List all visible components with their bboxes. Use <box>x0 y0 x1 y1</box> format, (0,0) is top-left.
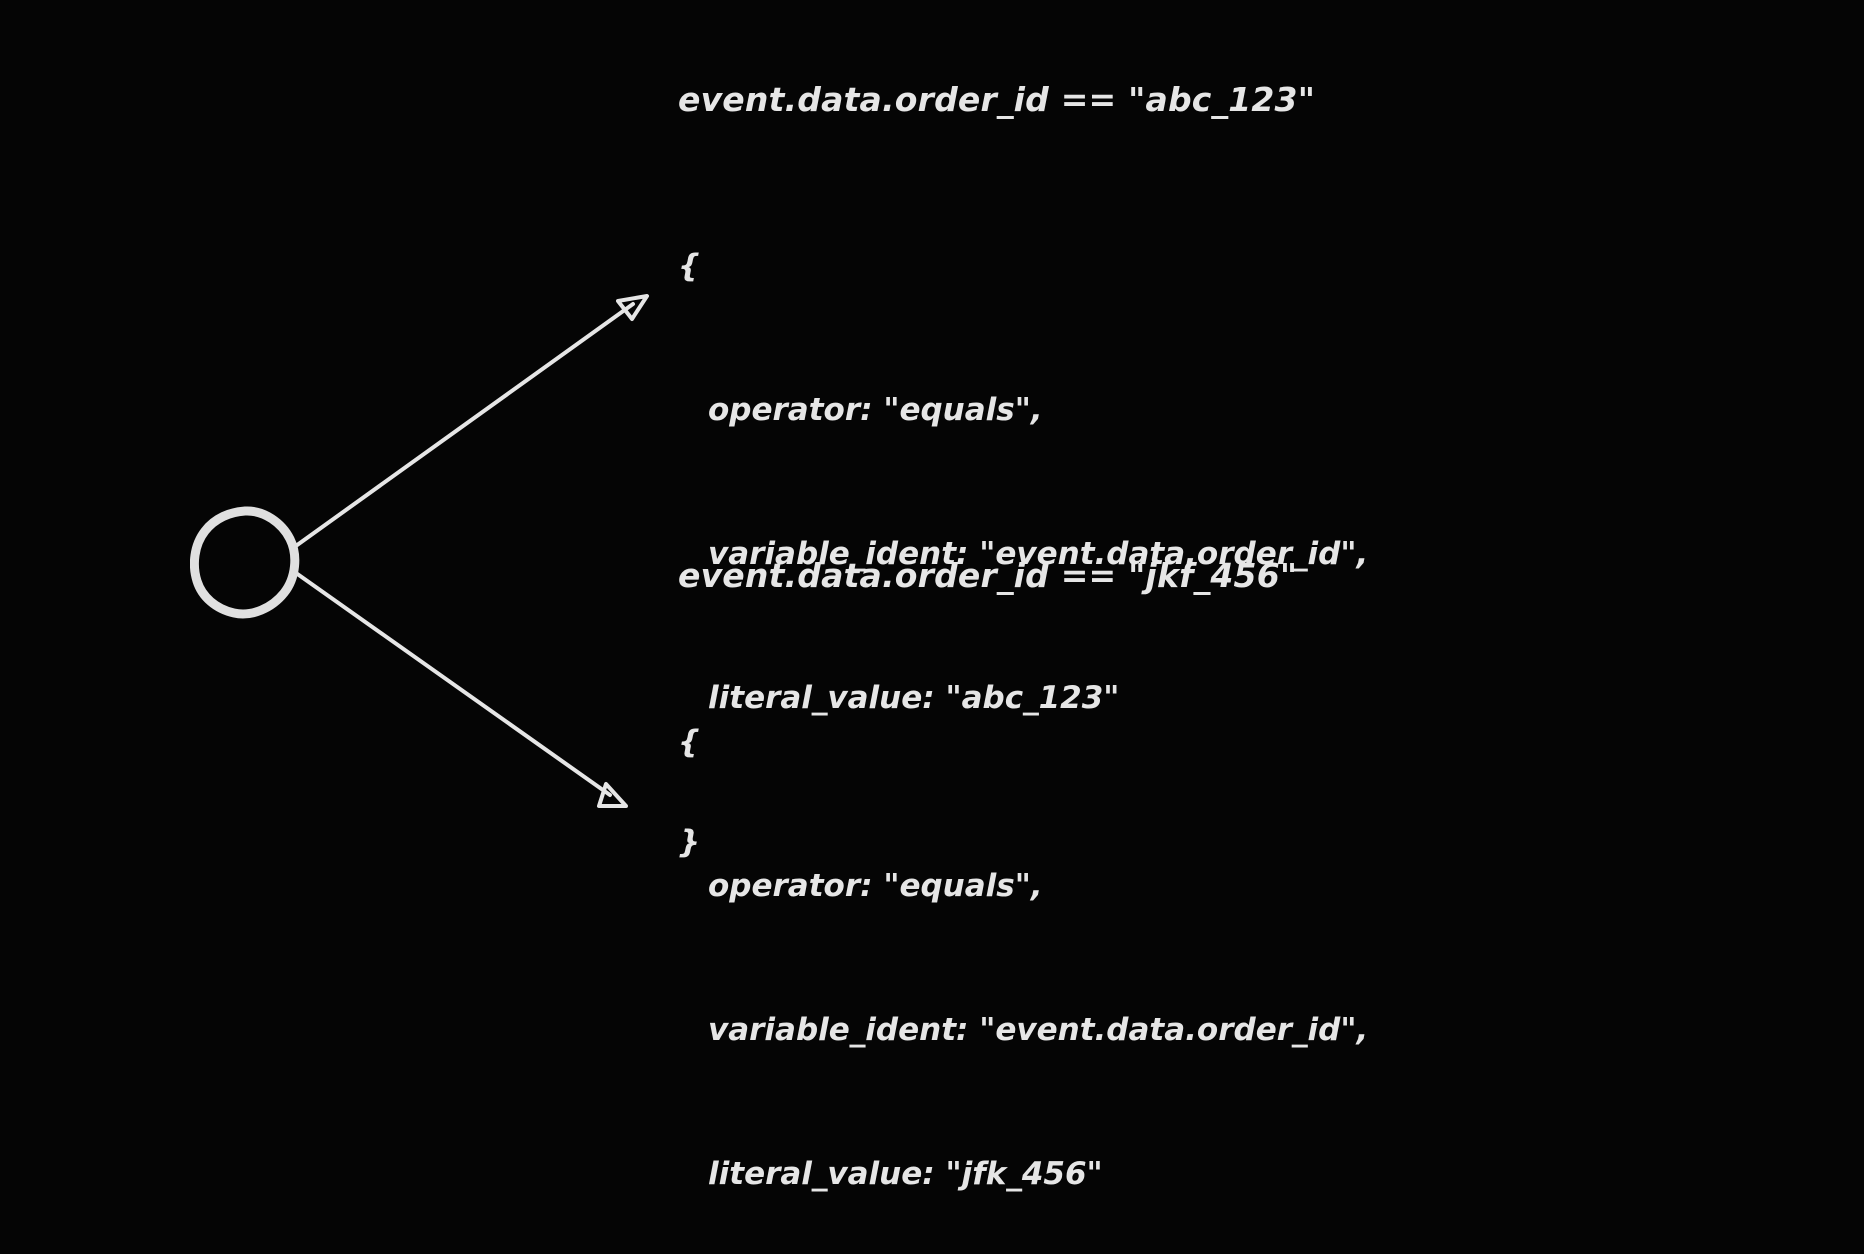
code-line-operator: operator: "equals", <box>708 867 1043 904</box>
source-node[interactable] <box>190 505 302 621</box>
code-line-operator: operator: "equals", <box>708 391 1043 428</box>
code-line-literal-value: literal_value: "jfk_456" <box>708 1155 1103 1192</box>
branch-bottom-code: { operator: "equals", variable_ident: "e… <box>678 622 1368 1254</box>
code-line-literal-value: literal_value: "abc_123" <box>708 679 1120 716</box>
code-line-variable-ident: variable_ident: "event.data.order_id", <box>708 1011 1369 1048</box>
branch-top-code: { operator: "equals", variable_ident: "e… <box>678 146 1368 962</box>
code-line-close-brace: } <box>678 823 701 860</box>
branch-bottom-title: event.data.order_id == "jkf_456" <box>678 556 1298 595</box>
branch-top-title: event.data.order_id == "abc_123" <box>678 80 1316 119</box>
edge-to-branch-bottom <box>294 571 628 808</box>
edge-to-branch-top <box>291 294 649 550</box>
code-line-open-brace: { <box>678 247 701 284</box>
branch-top[interactable]: event.data.order_id == "abc_123" { opera… <box>678 80 1368 962</box>
code-line-open-brace: { <box>678 723 701 760</box>
code-line-variable-ident: variable_ident: "event.data.order_id", <box>708 535 1369 572</box>
branch-bottom[interactable]: event.data.order_id == "jkf_456" { opera… <box>678 556 1368 1254</box>
